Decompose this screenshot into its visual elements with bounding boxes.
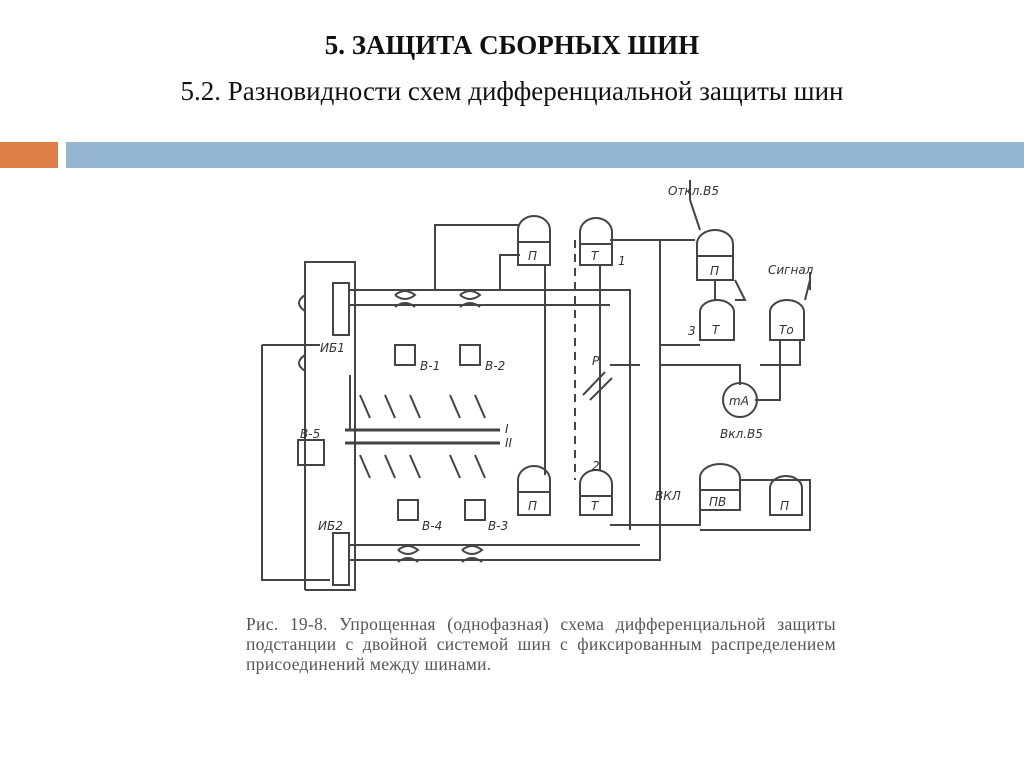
label-b4: В-4 [422,519,442,533]
label-b3: В-3 [488,519,508,533]
milliammeter [722,382,758,418]
label-otkl-b5: Откл.В5 [668,184,719,198]
disconnectors [359,394,486,479]
label-3: 3 [688,324,696,338]
label-ib1: ИБ1 [320,341,345,355]
breaker-b1 [394,344,416,366]
wires [261,190,811,591]
slide-title: 5. ЗАЩИТА СБОРНЫХ ШИН [324,30,700,60]
label-bus-1: I [505,422,509,436]
figure-caption: Рис. 19-8. Упрощенная (однофазная) схема… [246,614,836,674]
label-vkl-b5: Вкл.В5 [720,427,763,441]
label-t-lower: Т [591,499,600,513]
label-p-top: П [528,249,537,263]
slide-subtitle: 5.2. Разновидности схем дифференциальной… [180,76,844,106]
label-bus-2: II [505,436,513,450]
relay-ib2 [332,532,350,586]
label-r: Р [592,354,600,368]
accent-bar-blue [66,142,1024,168]
label-vkl: ВКЛ [655,489,681,503]
label-signal: Сигнал [768,263,814,277]
label-pv: ПВ [709,495,726,509]
label-t-right: Т [712,323,721,337]
breaker-b4 [397,499,419,521]
label-b5: В-5 [300,427,320,441]
label-ib2: ИБ2 [318,519,343,533]
breaker-b3 [464,499,486,521]
relays [517,215,805,516]
label-p-right2: П [780,499,789,513]
label-1: 1 [618,254,626,268]
breaker-b5 [297,439,325,466]
label-b2: В-2 [485,359,505,373]
label-t-top: Т [591,249,600,263]
label-2: 2 [592,459,600,473]
label-p-lower: П [528,499,537,513]
label-p-right: П [710,264,719,278]
label-ma: mA [729,394,749,408]
relay-ib1 [332,282,350,336]
current-transformer-icons [298,290,484,563]
breaker-b2 [459,344,481,366]
label-t0: То [779,323,794,337]
accent-bar-orange [0,142,58,168]
label-b1: В-1 [420,359,440,373]
